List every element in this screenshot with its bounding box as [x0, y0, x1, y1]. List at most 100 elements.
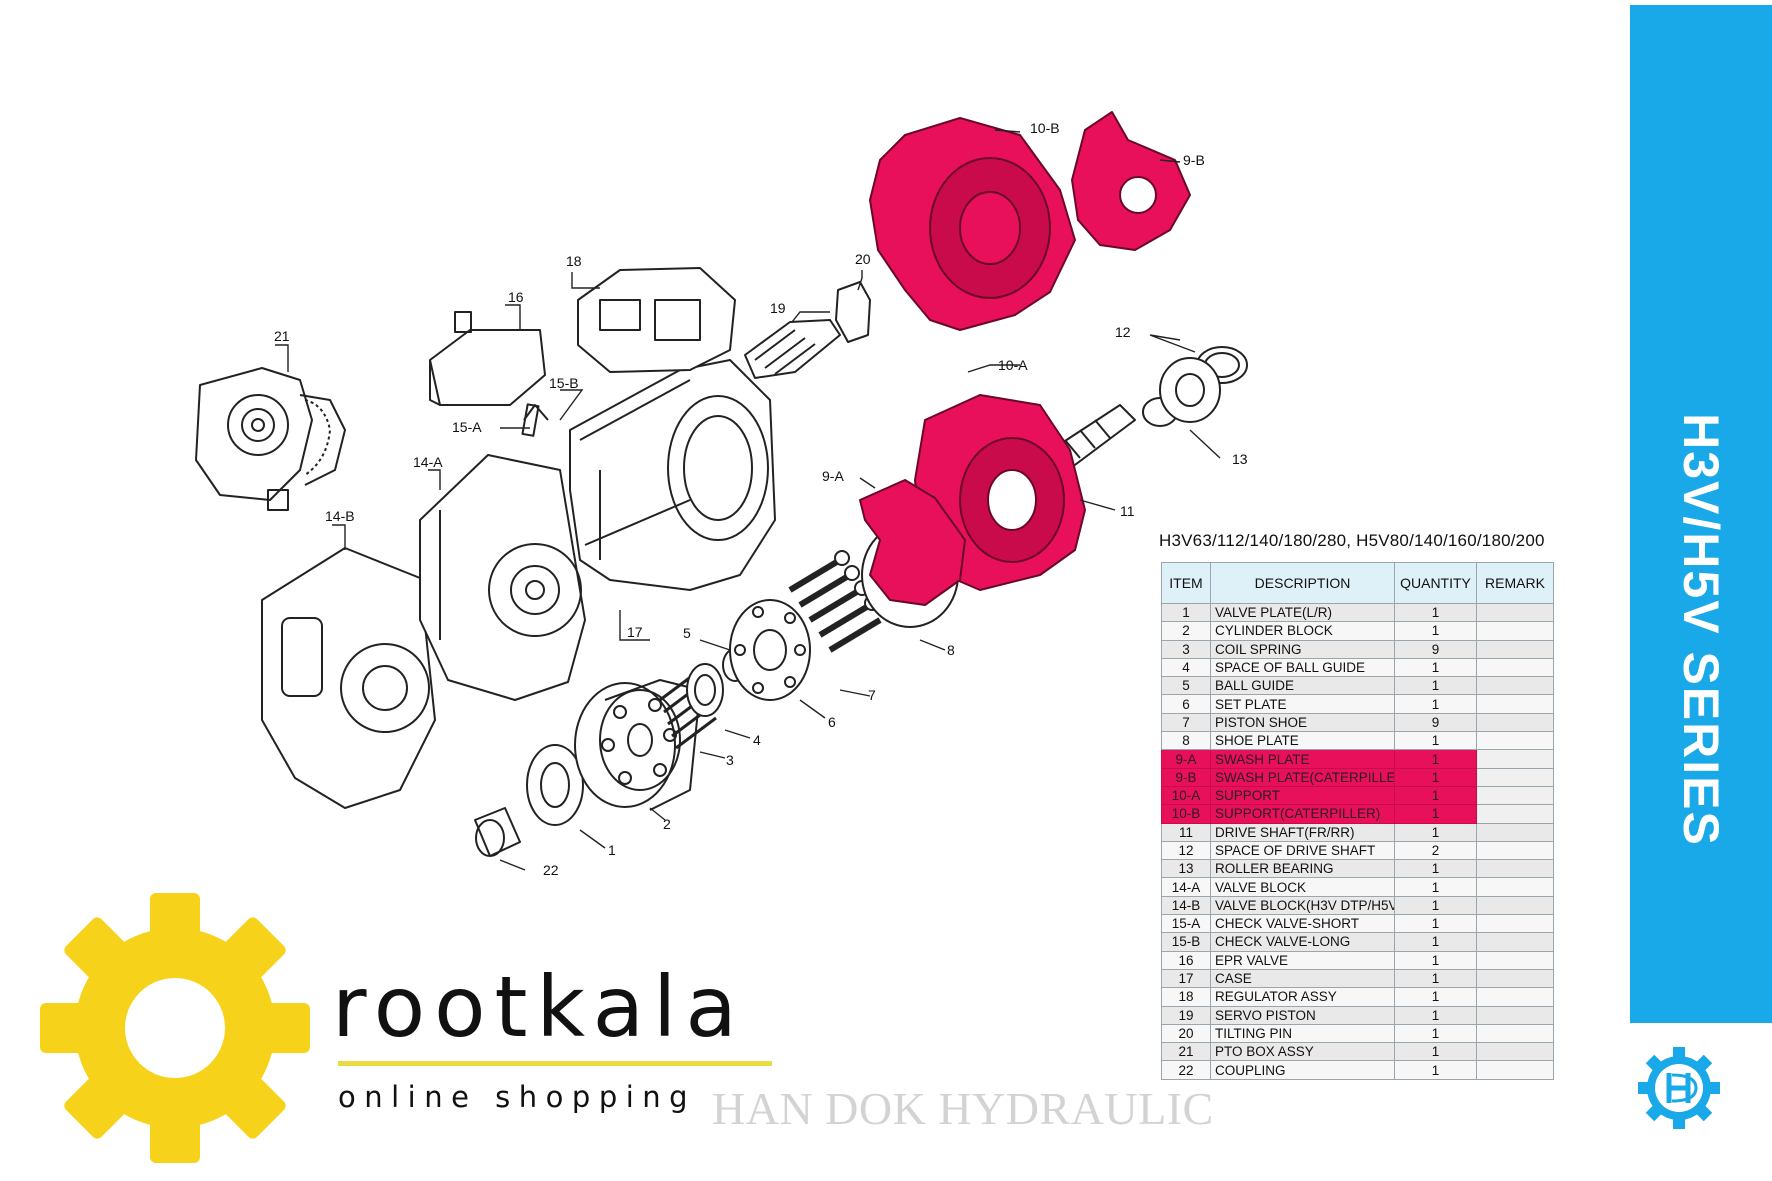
- brand-underline: [338, 1061, 772, 1066]
- part-20-tilting-pin: [835, 281, 871, 343]
- cell-description: PTO BOX ASSY: [1210, 1042, 1395, 1062]
- part-4-spacer: [686, 663, 724, 717]
- part-6-set-plate: [729, 599, 811, 701]
- parts-table-header: ITEM DESCRIPTION QUANTITY REMARK: [1161, 562, 1554, 604]
- cell-remark: [1476, 602, 1554, 623]
- cell-remark: [1476, 987, 1554, 1007]
- callout-9b: 9-B: [1183, 152, 1205, 168]
- cell-item: 12: [1161, 840, 1211, 861]
- callout-18: 18: [566, 253, 582, 269]
- cell-item: 15-A: [1161, 914, 1211, 934]
- cell-item: 3: [1161, 639, 1211, 659]
- cell-description: SET PLATE: [1210, 694, 1395, 714]
- callout-4: 4: [753, 732, 761, 748]
- cell-description: VALVE BLOCK(H3V DTP/H5V SERIES): [1210, 895, 1395, 916]
- cell-item: 7: [1161, 712, 1211, 733]
- part-9a-swash-plate: [859, 479, 966, 606]
- cell-quantity: 1: [1394, 968, 1477, 989]
- callout-7: 7: [868, 687, 876, 703]
- cell-item: 17: [1161, 968, 1211, 989]
- cell-item: 4: [1161, 657, 1211, 678]
- callout-15b: 15-B: [549, 375, 579, 391]
- cell-item: 9-B: [1161, 767, 1211, 787]
- cell-quantity: 1: [1394, 621, 1477, 641]
- cell-item: 10-A: [1161, 785, 1211, 806]
- cell-description: CYLINDER BLOCK: [1210, 621, 1395, 641]
- cell-remark: [1476, 785, 1554, 806]
- watermark-text: HAN DOK HYDRAULIC: [712, 1083, 1214, 1134]
- cell-item: 20: [1161, 1023, 1211, 1044]
- cell-item: 1: [1161, 602, 1211, 623]
- brand-name: rootkala: [332, 958, 746, 1056]
- cell-remark: [1476, 621, 1554, 641]
- cell-description: TILTING PIN: [1210, 1023, 1395, 1044]
- cell-quantity: 9: [1394, 712, 1477, 733]
- part-19-servo-piston: [744, 319, 841, 379]
- cell-item: 22: [1161, 1060, 1211, 1080]
- cell-description: SPACE OF DRIVE SHAFT: [1210, 840, 1395, 861]
- brand-tagline: online shopping: [338, 1080, 697, 1114]
- gear-logo-icon: [40, 893, 310, 1163]
- callout-14a: 14-A: [413, 454, 443, 470]
- cell-quantity: 1: [1394, 950, 1477, 970]
- cell-quantity: 1: [1394, 749, 1477, 769]
- cell-description: SWASH PLATE: [1210, 749, 1395, 769]
- cell-remark: [1476, 895, 1554, 916]
- cell-remark: [1476, 1023, 1554, 1044]
- part-21-pto-box: [195, 367, 346, 511]
- cell-remark: [1476, 712, 1554, 733]
- part-14b-valve-block: [261, 547, 436, 809]
- cell-remark: [1476, 822, 1554, 842]
- cell-description: PISTON SHOE: [1210, 712, 1395, 733]
- cell-description: SERVO PISTON: [1210, 1005, 1395, 1025]
- cell-remark: [1476, 950, 1554, 970]
- cell-quantity: 9: [1394, 639, 1477, 659]
- cell-quantity: 1: [1394, 932, 1477, 952]
- callout-11: 11: [1120, 503, 1135, 519]
- part-17-case: [569, 359, 776, 591]
- cell-remark: [1476, 676, 1554, 696]
- cell-quantity: 1: [1394, 822, 1477, 842]
- cell-remark: [1476, 840, 1554, 861]
- cell-description: EPR VALVE: [1210, 950, 1395, 970]
- callout-13: 13: [1232, 451, 1248, 467]
- cell-remark: [1476, 639, 1554, 659]
- cell-item: 13: [1161, 859, 1211, 879]
- cell-item: 15-B: [1161, 932, 1211, 952]
- cell-remark: [1476, 749, 1554, 769]
- part-15-check-valves: [521, 403, 549, 437]
- cell-description: VALVE PLATE(L/R): [1210, 602, 1395, 623]
- cell-quantity: 2: [1394, 840, 1477, 861]
- part-16-epr-valve: [429, 311, 546, 406]
- part-14a-valve-block: [419, 454, 586, 701]
- callout-6: 6: [828, 714, 836, 730]
- callout-20: 20: [855, 251, 871, 267]
- series-side-bar: [1630, 5, 1772, 1023]
- cell-quantity: 1: [1394, 694, 1477, 714]
- cell-description: VALVE BLOCK: [1210, 877, 1395, 897]
- callout-17: 17: [627, 624, 643, 640]
- cell-remark: [1476, 932, 1554, 952]
- callout-9a: 9-A: [822, 468, 844, 484]
- series-title: H3V/H5V SERIES: [1673, 413, 1729, 847]
- cell-quantity: 1: [1394, 859, 1477, 879]
- cell-description: COIL SPRING: [1210, 639, 1395, 659]
